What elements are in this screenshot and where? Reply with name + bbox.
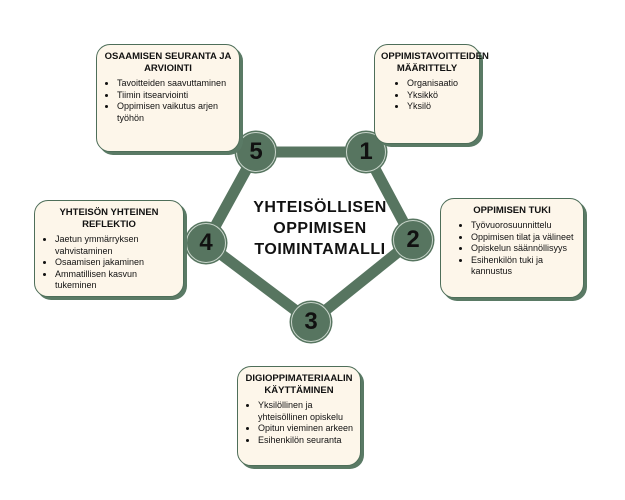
step-5-box: OSAAMISEN SEURANTA JA ARVIOINTI Tavoitte… bbox=[96, 44, 240, 152]
step-2-box: OPPIMISEN TUKI Työvuorosuunnittelu Oppim… bbox=[440, 198, 584, 298]
list-item: Yksilöllinen ja yhteisöllinen opiskelu bbox=[258, 400, 354, 423]
list-item: Esihenkilön tuki ja kannustus bbox=[471, 255, 577, 278]
list-item: Tavoitteiden saavuttaminen bbox=[117, 78, 233, 90]
list-item: Opiskelun säännöllisyys bbox=[471, 243, 577, 255]
list-item: Yksikkö bbox=[407, 90, 473, 102]
list-item: Yksilö bbox=[407, 101, 473, 113]
step-3-heading: DIGIOPPIMATERIAALIN KÄYTTÄMINEN bbox=[245, 373, 353, 396]
step-5-heading: OSAAMISEN SEURANTA JA ARVIOINTI bbox=[104, 51, 232, 74]
list-item: Oppimisen tilat ja välineet bbox=[471, 232, 577, 244]
list-item: Tiimin itsearviointi bbox=[117, 90, 233, 102]
step-4-box: YHTEISÖN YHTEINEN REFLEKTIO Jaetun ymmär… bbox=[34, 200, 184, 297]
step-2-heading: OPPIMISEN TUKI bbox=[473, 205, 551, 216]
step-5-node: 5 bbox=[236, 132, 276, 172]
list-item: Osaamisen jakaminen bbox=[55, 257, 177, 269]
list-item: Työvuorosuunnittelu bbox=[471, 220, 577, 232]
step-4-node: 4 bbox=[186, 223, 226, 263]
list-item: Esihenkilön seuranta bbox=[258, 435, 354, 447]
list-item: Ammatillisen kasvun tukeminen bbox=[55, 269, 177, 292]
step-3-box: DIGIOPPIMATERIAALIN KÄYTTÄMINEN Yksilöll… bbox=[237, 366, 361, 466]
step-1-heading: OPPIMISTAVOITTEIDEN MÄÄRITTELY bbox=[381, 51, 489, 74]
list-item: Jaetun ymmärryksen vahvistaminen bbox=[55, 234, 177, 257]
list-item: Oppimisen vaikutus arjen työhön bbox=[117, 101, 233, 124]
step-4-heading: YHTEISÖN YHTEINEN REFLEKTIO bbox=[59, 207, 159, 230]
step-1-box: OPPIMISTAVOITTEIDEN MÄÄRITTELY Organisaa… bbox=[374, 44, 489, 144]
step-3-node: 3 bbox=[291, 302, 331, 342]
list-item: Organisaatio bbox=[407, 78, 473, 90]
list-item: Opitun vieminen arkeen bbox=[258, 423, 354, 435]
step-2-node: 2 bbox=[393, 220, 433, 260]
